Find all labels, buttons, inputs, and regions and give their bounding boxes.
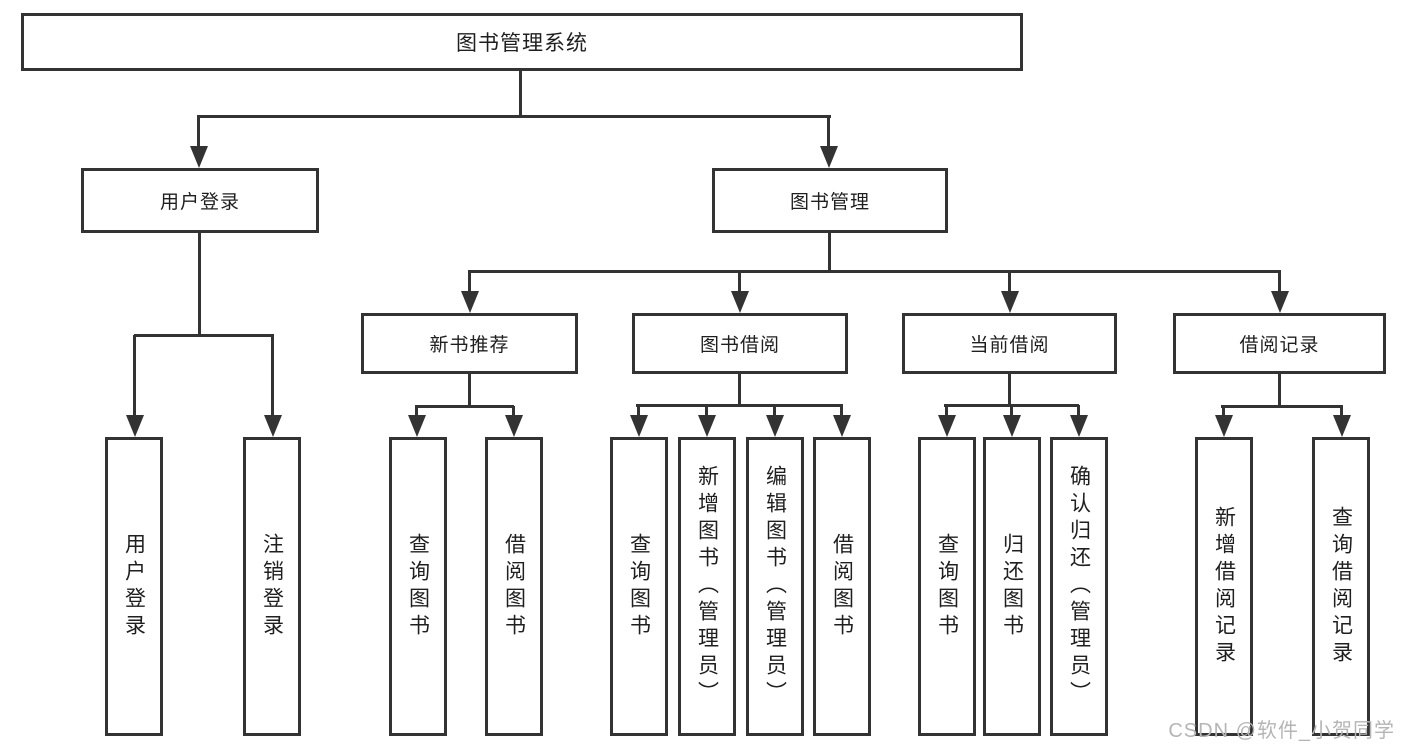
arrow-logout-head	[264, 415, 282, 437]
arrow-query-books-current-stem	[945, 405, 948, 415]
arrow-user-login-group-stem	[197, 116, 200, 146]
arrow-confirm-return-admin-head	[1070, 415, 1088, 437]
arrow-user-login-stem	[133, 335, 136, 415]
arrow-edit-books-admin-stem	[773, 405, 776, 415]
node-confirm-return-admin: 确认归还（管理员）	[1050, 437, 1108, 736]
node-book-borrowing: 图书借阅	[632, 313, 848, 374]
arrow-user-login-head	[126, 415, 144, 437]
node-current-borrowing-label: 当前借阅	[969, 335, 1050, 356]
arrow-current-borrowing-stem	[1008, 271, 1011, 291]
node-query-books-current: 查询图书	[918, 437, 976, 736]
arrow-query-books-recommend-head	[408, 415, 426, 437]
arrow-query-books-borrowing-stem	[637, 405, 640, 415]
arrow-book-management-stem	[827, 116, 830, 146]
arrow-new-book-recommend-stem	[468, 271, 471, 291]
node-edit-books-admin-label: 编辑图书（管理员）	[763, 465, 787, 708]
node-borrow-books-recommend-label: 借阅图书	[502, 532, 526, 641]
node-borrowing-records: 借阅记录	[1173, 313, 1386, 374]
arrow-query-borrow-record-head	[1333, 415, 1351, 437]
node-new-book-recommend: 新书推荐	[361, 313, 578, 374]
node-add-books-admin-label: 新增图书（管理员）	[695, 465, 719, 708]
arrow-return-books-stem	[1010, 405, 1013, 415]
arrow-query-books-current-head	[938, 415, 956, 437]
node-borrowing-records-label: 借阅记录	[1239, 335, 1320, 356]
arrow-book-borrowing-head	[731, 291, 749, 313]
arrow-borrow-books-recommend-stem	[512, 406, 515, 415]
arrow-add-books-admin-stem	[705, 405, 708, 415]
node-add-borrow-record-label: 新增借阅记录	[1212, 505, 1236, 668]
node-edit-books-admin: 编辑图书（管理员）	[746, 437, 804, 736]
arrow-user-login-group-head	[190, 146, 208, 168]
node-add-books-admin: 新增图书（管理员）	[678, 437, 736, 736]
connector-root-stem	[519, 70, 522, 117]
node-borrow-books-borrowing: 借阅图书	[813, 437, 871, 736]
arrow-query-books-recommend-stem	[415, 406, 418, 415]
arrow-edit-books-admin-head	[766, 415, 784, 437]
node-confirm-return-admin-label: 确认归还（管理员）	[1067, 465, 1091, 708]
node-logout: 注销登录	[243, 437, 301, 736]
arrow-borrow-books-borrowing-head	[833, 415, 851, 437]
arrow-current-borrowing-head	[1001, 291, 1019, 313]
arrow-add-books-admin-head	[698, 415, 716, 437]
node-user-login-group-label: 用户登录	[159, 192, 240, 213]
arrow-add-borrow-record-stem	[1222, 406, 1225, 415]
arrow-book-management-head	[820, 146, 838, 168]
node-user-login-label: 用户登录	[122, 532, 146, 641]
node-current-borrowing: 当前借阅	[902, 313, 1117, 374]
arrow-query-borrow-record-stem	[1340, 406, 1343, 415]
node-root: 图书管理系统	[21, 13, 1023, 71]
node-query-books-recommend: 查询图书	[389, 437, 447, 736]
node-return-books-label: 归还图书	[1000, 532, 1024, 641]
connector-new-book-recommend-branch	[415, 405, 514, 408]
connector-borrowing-records-stem	[1278, 372, 1281, 407]
connector-book-management-branch	[468, 270, 1281, 273]
arrow-borrow-books-borrowing-stem	[840, 405, 843, 415]
connector-new-book-recommend-stem	[468, 372, 471, 407]
connector-root-branch	[197, 115, 831, 118]
connector-user-login-group-stem	[198, 232, 201, 336]
arrow-book-borrowing-stem	[738, 271, 741, 291]
node-logout-label: 注销登录	[260, 532, 284, 641]
connector-user-login-group-branch	[134, 334, 274, 337]
arrow-borrowing-records-stem	[1278, 271, 1281, 291]
node-query-borrow-record-label: 查询借阅记录	[1329, 505, 1353, 668]
connector-book-borrowing-branch	[636, 404, 843, 407]
node-query-books-borrowing-label: 查询图书	[627, 532, 651, 641]
node-user-login: 用户登录	[105, 437, 163, 736]
connector-book-management-stem	[828, 232, 831, 272]
node-new-book-recommend-label: 新书推荐	[429, 335, 510, 356]
connector-book-borrowing-stem	[738, 372, 741, 406]
node-borrow-books-recommend: 借阅图书	[485, 437, 543, 736]
node-book-borrowing-label: 图书借阅	[699, 335, 780, 356]
node-query-books-recommend-label: 查询图书	[406, 532, 430, 641]
csdn-watermark: CSDN @软件_小贺同学	[1168, 720, 1395, 742]
arrow-confirm-return-admin-stem	[1077, 405, 1080, 415]
arrow-add-borrow-record-head	[1215, 415, 1233, 437]
node-user-login-group: 用户登录	[81, 168, 319, 233]
arrow-borrow-books-recommend-head	[505, 415, 523, 437]
node-return-books: 归还图书	[983, 437, 1041, 736]
node-query-borrow-record: 查询借阅记录	[1312, 437, 1370, 736]
node-query-books-current-label: 查询图书	[935, 532, 959, 641]
node-book-management-label: 图书管理	[789, 192, 870, 213]
arrow-return-books-head	[1003, 415, 1021, 437]
node-borrow-books-borrowing-label: 借阅图书	[830, 532, 854, 641]
connector-current-borrowing-stem	[1008, 372, 1011, 406]
node-root-label: 图书管理系统	[456, 32, 588, 55]
connector-borrowing-records-branch	[1221, 405, 1343, 408]
node-book-management: 图书管理	[712, 168, 948, 233]
arrow-borrowing-records-head	[1271, 291, 1289, 313]
node-add-borrow-record: 新增借阅记录	[1195, 437, 1253, 736]
arrow-query-books-borrowing-head	[630, 415, 648, 437]
arrow-new-book-recommend-head	[461, 291, 479, 313]
node-query-books-borrowing: 查询图书	[610, 437, 668, 736]
arrow-logout-stem	[271, 335, 274, 415]
